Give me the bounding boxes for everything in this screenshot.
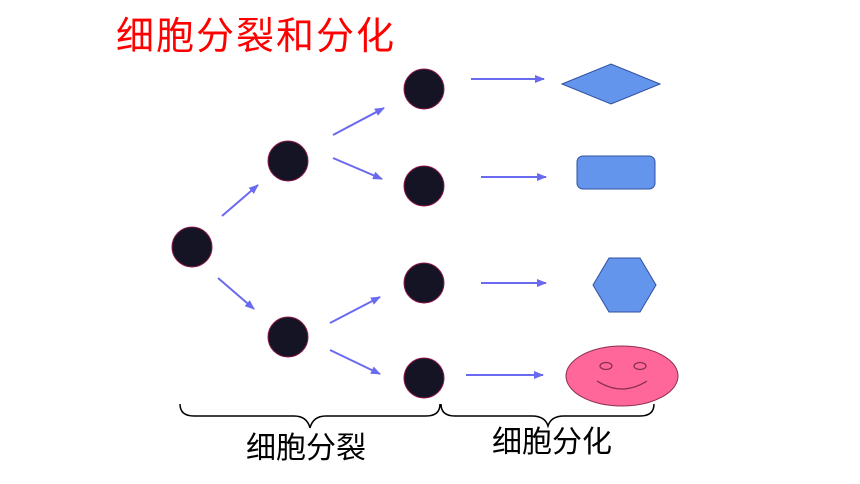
- differentiated-cells: [560, 63, 679, 407]
- cell-gen2-3: [403, 262, 445, 304]
- division-arrows: [217, 107, 385, 375]
- cells: [171, 68, 445, 399]
- smiley-face-icon: [565, 345, 679, 407]
- cell-gen1-top: [267, 140, 309, 182]
- diamond-icon: [560, 63, 662, 105]
- arrow-bottom-to-3: [329, 296, 381, 324]
- arrow-root-to-bottom: [217, 277, 255, 310]
- rounded-rectangle-icon: [576, 155, 656, 190]
- cell-root: [171, 226, 213, 268]
- cell-gen1-bottom: [267, 316, 309, 358]
- slide-title: 细胞分裂和分化: [116, 14, 397, 58]
- differentiation-brace: [440, 403, 655, 429]
- differentiation-arrows: [466, 75, 547, 379]
- cell-gen2-1: [403, 68, 445, 110]
- arrow-top-to-2: [332, 157, 383, 180]
- hexagon-icon: [592, 257, 657, 313]
- division-brace: [179, 403, 441, 429]
- cell-gen2-4: [403, 357, 445, 399]
- arrow-root-to-top: [221, 184, 259, 217]
- division-label: 细胞分裂: [246, 431, 366, 466]
- differentiation-label: 细胞分化: [492, 425, 612, 460]
- arrow-bottom-to-4: [329, 349, 381, 375]
- arrow-top-to-1: [332, 107, 385, 136]
- cell-gen2-2: [403, 165, 445, 207]
